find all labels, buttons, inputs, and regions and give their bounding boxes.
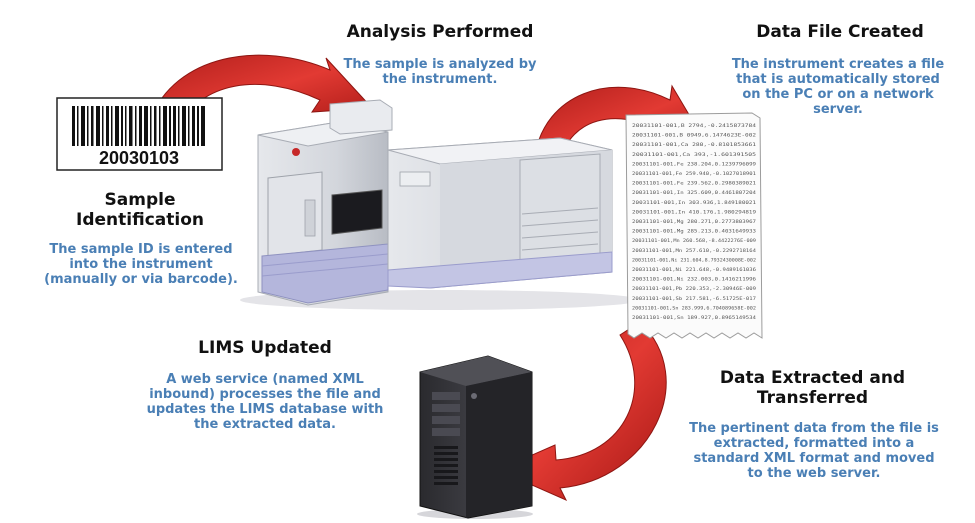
data-extracted-desc-line: extracted, formatted into a	[713, 436, 915, 451]
data-file-line: 20031101-001,Sn 283.999,6.704089658E-002	[632, 305, 756, 311]
data-file-line: 20031101-001,In 410.176,1.980294819	[632, 209, 756, 215]
server-tower-icon	[417, 355, 533, 519]
data-extracted-desc-line: standard XML format and moved	[693, 451, 935, 466]
sample-identification-desc-line: The sample ID is entered	[49, 242, 233, 257]
lims-updated-title: LIMS Updated	[198, 338, 332, 358]
analysis-performed-desc: The sample is analyzed by the instrument…	[310, 57, 570, 87]
barcode-label-icon: 20030103	[56, 97, 223, 171]
analysis-performed-title: Analysis Performed	[346, 22, 534, 42]
arrow-identification-to-analysis	[149, 54, 374, 129]
lims-updated-desc: A web service (named XML inbound) proces…	[125, 372, 405, 432]
data-file-created-desc-line: that is automatically stored	[736, 72, 940, 87]
data-extracted-title: Data Extracted and Transferred	[690, 368, 935, 408]
data-file-line: 20031101-001,Ni 231.604,8.7932430008E-00…	[632, 257, 756, 263]
lims-updated-desc-line: A web service (named XML	[166, 372, 364, 387]
data-file-line: 20031101-001,In 325.609,0.4461807204	[632, 190, 756, 196]
data-file-line: 20031101-001,Fe 259.940,-0.1027018901	[632, 171, 756, 177]
analysis-performed-desc-line: the instrument.	[382, 72, 498, 87]
data-extracted-desc-line: The pertinent data from the file is	[689, 421, 939, 436]
lims-updated-desc-line: updates the LIMS database with	[146, 402, 384, 417]
data-printout-icon: 20031101-001,B 2794,-0.2415873784 2003110…	[625, 112, 763, 339]
sample-identification-desc-line: into the instrument	[69, 257, 213, 272]
data-file-created-desc-line: on the PC or on a network	[742, 87, 934, 102]
data-file-line: 20031101-001,Ni 221.648,-0.9489161036	[632, 267, 756, 273]
data-file-created-title: Data File Created	[756, 22, 924, 42]
data-extracted-title-line2: Transferred	[756, 388, 869, 408]
lims-updated-desc-line: the extracted data.	[194, 417, 336, 432]
data-file-line: 20031101-001,Ca 393,-1.601391505	[632, 152, 756, 158]
data-extracted-desc: The pertinent data from the file is extr…	[665, 421, 963, 481]
data-file-line: 20031101-001,Ni 232.003,0.1416211996	[632, 277, 756, 283]
data-file-line: 20031101-001,Mn 260.568,-8.4422276E-009	[632, 238, 756, 244]
data-file-line: 20031101-001,B 0949,6.1474623E-002	[632, 133, 756, 139]
lims-updated-desc-line: inbound) processes the file and	[149, 387, 381, 402]
data-file-lines: 20031101-001,B 2794,-0.2415873784 2003110…	[632, 123, 756, 321]
data-file-line: 20031101-001,Sb 217.581,-6.51725E-017	[632, 296, 756, 302]
barcode-number: 20030103	[99, 148, 179, 168]
data-file-line: 20031101-001,Pb 220.353,-2.30946E-009	[632, 286, 756, 292]
data-extracted-title-line1: Data Extracted and	[719, 368, 906, 388]
sample-identification-desc: The sample ID is entered into the instru…	[0, 242, 282, 287]
data-file-created-desc: The instrument creates a file that is au…	[703, 57, 973, 117]
data-file-created-desc-line: The instrument creates a file	[731, 57, 945, 72]
data-file-line: 20031101-001,Ca 280,-0.8101853661	[632, 142, 756, 148]
data-file-line: 20031101-001,Fe 238.204,0.1239796099	[632, 161, 756, 167]
data-file-line: 20031101-001,B 2794,-0.2415873784	[632, 123, 756, 129]
sample-identification-title: Sample Identification	[40, 190, 240, 230]
data-file-line: 20031101-001,Mg 280.271,0.2773803967	[632, 219, 756, 225]
data-file-line: 20031101-001,Mg 285.213,0.4031649933	[632, 229, 756, 235]
analysis-performed-desc-line: The sample is analyzed by	[343, 57, 537, 72]
data-extracted-desc-line: to the web server.	[747, 466, 881, 481]
icp-spectrometer-icon	[240, 99, 640, 310]
data-file-line: 20031101-001,Sn 189.927,0.8965149534	[632, 315, 756, 321]
data-file-line: 20031101-001,In 303.936,1.849180021	[632, 200, 756, 206]
sample-identification-title-line1: Sample	[104, 190, 176, 210]
sample-identification-title-line2: Identification	[76, 210, 204, 230]
sample-identification-desc-line: (manually or via barcode).	[44, 272, 238, 287]
data-file-line: 20031101-001,Fe 239.562,0.2980389021	[632, 181, 756, 187]
data-file-created-desc-line: server.	[813, 102, 863, 117]
data-file-line: 20031101-001,Mn 257.610,-0.2292718164	[632, 248, 756, 254]
